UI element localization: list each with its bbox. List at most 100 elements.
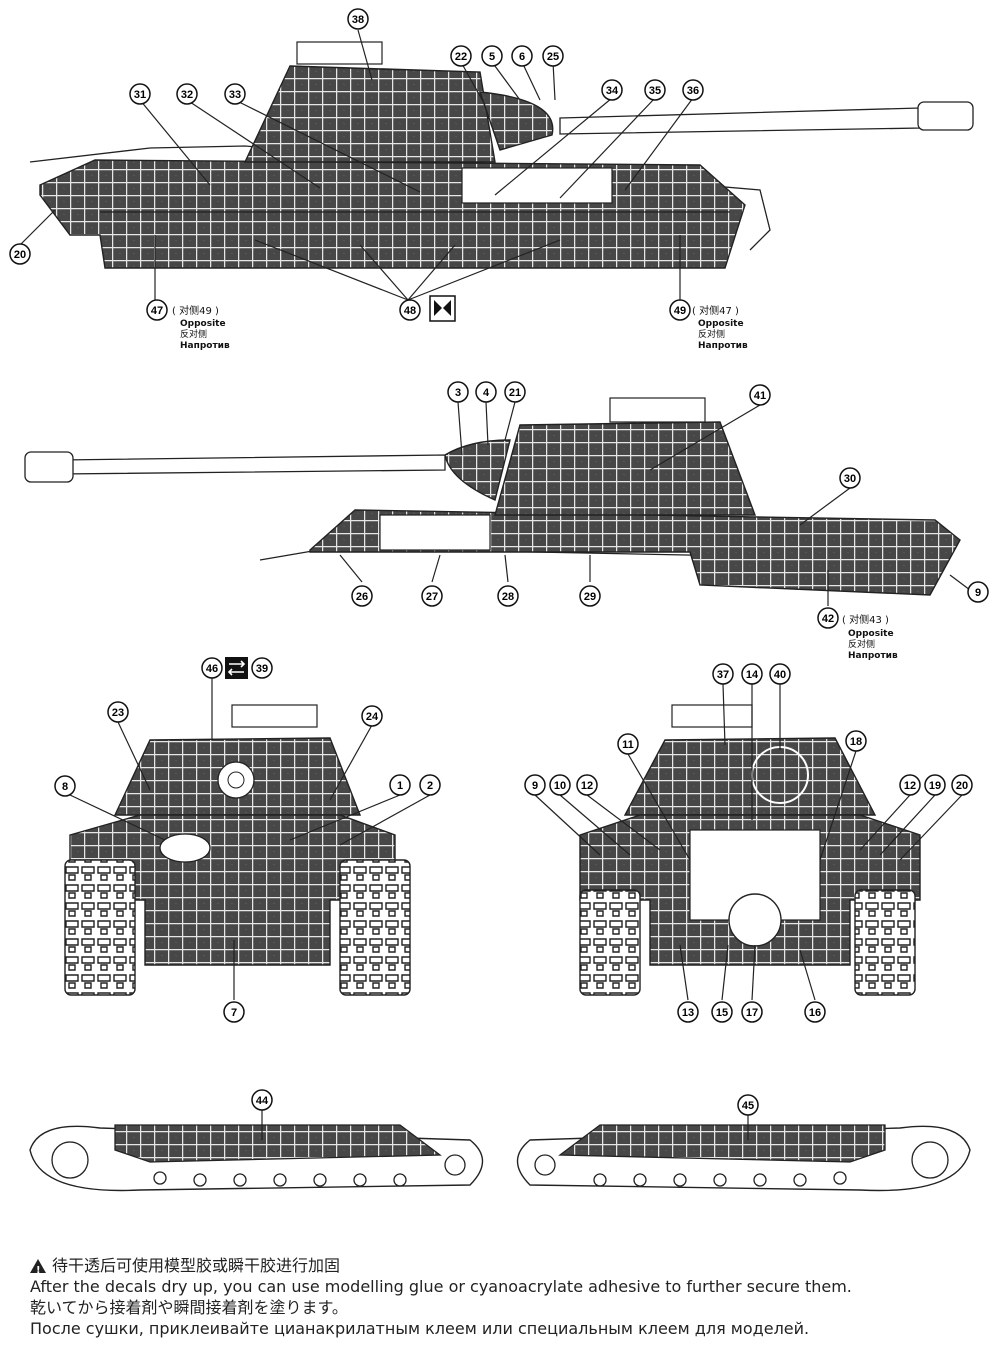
- callout-13: 13: [677, 1001, 699, 1023]
- callout-30: 30: [839, 467, 861, 489]
- callout-26: 26: [351, 585, 373, 607]
- callout-label: 9: [975, 587, 981, 599]
- callout-label: 11: [622, 739, 634, 751]
- opposite-note-49: ( 对侧47 ) Opposite 反对侧 Напротив: [692, 304, 748, 351]
- svg-text:Напротив: Напротив: [180, 341, 230, 351]
- callout-label: 16: [809, 1007, 821, 1019]
- right-side-view: [24, 397, 971, 606]
- left-track-skirt: [29, 1110, 484, 1192]
- callout-label: 24: [366, 711, 379, 723]
- callout-3: 3: [447, 381, 469, 403]
- callout-9: 9: [524, 774, 546, 796]
- warning-icon: [30, 1259, 46, 1281]
- callout-label: 41: [754, 390, 766, 402]
- callout-label: 49: [674, 305, 686, 317]
- callout-20: 20: [951, 774, 973, 796]
- callout-29: 29: [579, 585, 601, 607]
- footer-english: After the decals dry up, you can use mod…: [30, 1277, 852, 1296]
- callout-8: 8: [54, 775, 76, 797]
- callout-24: 24: [361, 705, 383, 727]
- left-turret-camo: [243, 65, 496, 163]
- front-view: [64, 676, 431, 1000]
- callout-label: 10: [554, 780, 566, 792]
- callout-33: 33: [224, 83, 246, 105]
- callout-label: 22: [455, 51, 467, 63]
- footer-japanese: 乾いてから接着剤や瞬間接着剤を塗ります。: [30, 1298, 348, 1317]
- callout-label: 42: [822, 613, 834, 625]
- callout-47: 47: [146, 299, 168, 321]
- callout-label: 3: [455, 387, 461, 399]
- callout-label: 23: [112, 707, 124, 719]
- callout-label: 4: [483, 387, 490, 399]
- svg-text:Напротив: Напротив: [848, 651, 898, 661]
- decal-placement-diagram: 3831323322562534353620474849342141302627…: [9, 8, 989, 1192]
- callout-44: 44: [251, 1089, 273, 1111]
- callout-label: 12: [581, 780, 593, 792]
- callout-12: 12: [899, 774, 921, 796]
- callout-1: 1: [389, 774, 411, 796]
- callout-41: 41: [749, 384, 771, 406]
- callout-27: 27: [421, 585, 443, 607]
- svg-text:Opposite: Opposite: [180, 319, 226, 329]
- callout-label: 44: [256, 1095, 269, 1107]
- callout-25: 25: [542, 45, 564, 67]
- svg-text:Opposite: Opposite: [698, 319, 744, 329]
- callout-label: 21: [509, 387, 521, 399]
- callout-22: 22: [450, 45, 472, 67]
- callout-36: 36: [682, 79, 704, 101]
- callout-label: 27: [426, 591, 438, 603]
- callout-42: 42: [817, 607, 839, 629]
- right-turret-camo: [494, 421, 757, 516]
- svg-text:反对侧: 反对侧: [848, 638, 875, 650]
- callout-label: 14: [746, 669, 759, 681]
- callout-34: 34: [601, 79, 623, 101]
- callout-45: 45: [737, 1094, 759, 1116]
- callout-label: 46: [206, 663, 218, 675]
- callout-32: 32: [176, 83, 198, 105]
- callout-label: 36: [687, 85, 699, 97]
- bowtie-symbol-icon: [429, 295, 456, 322]
- callout-48: 48: [399, 299, 421, 321]
- rear-turret-camo: [623, 737, 877, 816]
- callout-label: 28: [502, 591, 514, 603]
- callout-label: 5: [489, 51, 495, 63]
- callout-label: 45: [742, 1100, 754, 1112]
- callout-2: 2: [419, 774, 441, 796]
- callout-49: 49: [669, 299, 691, 321]
- callout-39: 39: [251, 657, 273, 679]
- footer-chinese: 待干透后可使用模型胶或瞬干胶进行加固: [52, 1256, 341, 1275]
- opposite-note-47: ( 对侧49 ) Opposite 反对侧 Напротив: [172, 304, 230, 351]
- callout-23: 23: [107, 701, 129, 723]
- callout-4: 4: [475, 381, 497, 403]
- left-hull-camo: [39, 159, 746, 269]
- right-track-skirt: [516, 1110, 971, 1192]
- callout-46: 46: [201, 657, 223, 679]
- callout-label: 31: [134, 89, 146, 101]
- callout-37: 37: [712, 663, 734, 685]
- callout-label: 39: [256, 663, 268, 675]
- callout-label: 13: [682, 1007, 694, 1019]
- rear-view: [534, 683, 963, 1001]
- callout-38: 38: [347, 8, 369, 30]
- svg-text:反对侧: 反对侧: [180, 328, 207, 340]
- svg-text:反对侧: 反对侧: [698, 328, 725, 340]
- svg-text:( 对侧43 ): ( 对侧43 ): [842, 613, 889, 626]
- instruction-footer: 待干透后可使用模型胶或瞬干胶进行加固 After the decals dry …: [30, 1255, 980, 1339]
- callout-label: 30: [844, 473, 856, 485]
- callout-label: 1: [397, 780, 403, 792]
- callout-14: 14: [741, 663, 763, 685]
- callout-label: 15: [716, 1007, 728, 1019]
- callout-label: 20: [956, 780, 968, 792]
- callout-label: 6: [519, 51, 525, 63]
- callout-21: 21: [504, 381, 526, 403]
- opposite-note-42: ( 对侧43 ) Opposite 反对侧 Напротив: [842, 613, 898, 661]
- callout-label: 18: [850, 736, 862, 748]
- callout-label: 26: [356, 591, 368, 603]
- callout-label: 32: [181, 89, 193, 101]
- callout-18: 18: [845, 730, 867, 752]
- callout-label: 20: [14, 249, 26, 261]
- callout-17: 17: [741, 1001, 763, 1023]
- callout-label: 37: [717, 669, 729, 681]
- callout-11: 11: [617, 733, 639, 755]
- callout-28: 28: [497, 585, 519, 607]
